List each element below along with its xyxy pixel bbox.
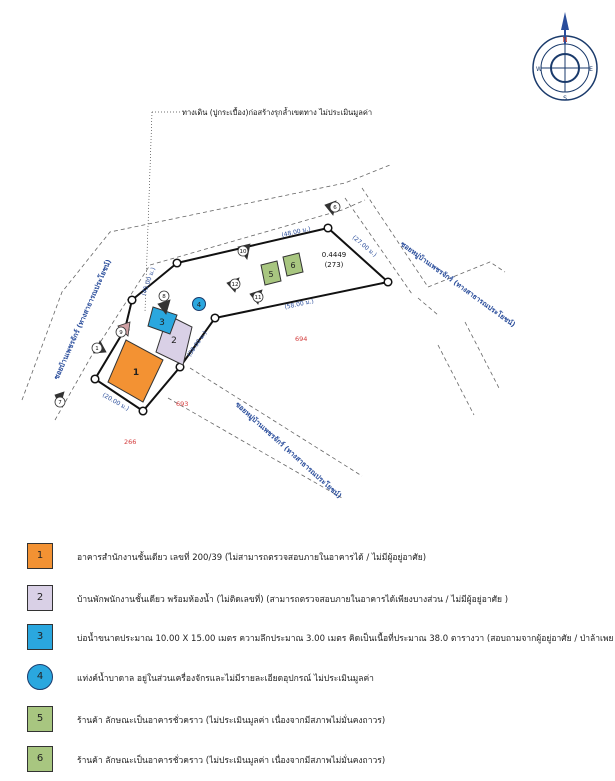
dim-middle: (58.00 ม.) <box>284 298 314 311</box>
neighbor-694: 694 <box>295 335 307 343</box>
legend-text: บ้านพักพนักงานชั้นเดียว พร้อมห้องน้ำ (ไม… <box>77 595 509 605</box>
legend-text: แท่งค์น้ำบาดาล อยู่ในส่วนเครื่องจักรและไ… <box>77 674 374 684</box>
svg-text:9: 9 <box>119 330 123 336</box>
legend-item: 6 ร้านค้า ลักษณะเป็นอาคารชั่วคราว (ไม่ปร… <box>27 746 607 774</box>
legend-item: 5 ร้านค้า ลักษณะเป็นอาคารชั่วคราว (ไม่ปร… <box>27 706 607 734</box>
svg-text:11: 11 <box>255 295 262 301</box>
parcel-number: (273) <box>325 261 344 269</box>
photo-point-8-icon: 8 <box>157 290 171 315</box>
legend-item: 1 อาคารสำนักงานชั้นเดียว เลขที่ 200/39 (… <box>27 543 607 571</box>
neighbor-parcels: 694 693 266 <box>124 335 307 446</box>
road-label-left: ซอยบ้านเพชรจักร์ (ทางสาธารณประโยชน์) <box>52 258 113 381</box>
photo-point-11-icon: 11 <box>249 289 264 305</box>
photo-point-6-icon: 6 <box>324 200 341 216</box>
photo-point-12-icon: 12 <box>226 277 241 293</box>
svg-text:12: 12 <box>232 282 239 288</box>
legend-item: 4 แท่งค์น้ำบาดาล อยู่ในส่วนเครื่องจักรแล… <box>27 664 607 692</box>
road-label-bottom: ซอยหมู่บ้านเพชรจักร์ (ทางสาธารณประโยชน์) <box>233 400 344 501</box>
parcel-area: 0.4449 <box>322 251 347 259</box>
dim-right: (27.00 ม.) <box>351 234 378 258</box>
building-3: 3 <box>147 306 178 335</box>
svg-text:4: 4 <box>197 301 202 309</box>
legend-text: อาคารสำนักงานชั้นเดียว เลขที่ 200/39 (ไม… <box>77 553 427 563</box>
building-6: 6 <box>282 252 304 277</box>
legend-text: ร้านค้า ลักษณะเป็นอาคารชั่วคราว (ไม่ประเ… <box>77 716 386 726</box>
compass-s: S <box>563 95 567 102</box>
legend-swatch: 2 <box>27 585 53 611</box>
legend-text: บ่อน้ำขนาดประมาณ 10.00 X 15.00 เมตร ความ… <box>77 634 615 644</box>
svg-text:6: 6 <box>290 261 295 270</box>
dim-bottom: (20.00 ม.) <box>101 392 130 413</box>
building-5: 5 <box>260 260 282 286</box>
photo-point-7-icon: 7 <box>54 391 66 408</box>
parcel-boundary <box>93 226 391 413</box>
building-4: 4 <box>192 297 206 311</box>
compass-icon: N S E W <box>532 12 598 102</box>
legend-item: 3 บ่อน้ำขนาดประมาณ 10.00 X 15.00 เมตร คว… <box>27 624 615 652</box>
legend-swatch: 1 <box>27 543 53 569</box>
svg-text:10: 10 <box>240 249 247 255</box>
svg-text:5: 5 <box>268 270 273 279</box>
neighbor-266: 266 <box>124 438 136 446</box>
site-plan: N S E W ทางเดิน (ปูกระเบื้อง)ก่อสร้างรุก… <box>21 12 598 501</box>
compass-w: W <box>536 66 542 73</box>
road-label-right: ซอยหมู่บ้านเพชรจักร์ (ทางสาธารณประโยชน์) <box>398 239 517 329</box>
legend-swatch: 3 <box>27 624 53 650</box>
photo-point-9-icon: 9 <box>115 321 131 338</box>
svg-text:7: 7 <box>58 400 62 406</box>
photo-point-1-icon: 1 <box>91 340 107 354</box>
svg-text:2: 2 <box>171 336 177 346</box>
legend-swatch: 6 <box>27 746 53 772</box>
svg-text:6: 6 <box>333 205 337 211</box>
dim-top: (48.00 ม.) <box>281 225 311 238</box>
compass-n: N <box>562 36 567 44</box>
road-boundaries <box>21 164 506 499</box>
legend-swatch: 5 <box>27 706 53 732</box>
svg-text:1: 1 <box>95 346 99 352</box>
svg-text:8: 8 <box>162 294 166 300</box>
photo-point-markers: 9 1 7 8 6 10 12 11 <box>54 200 341 408</box>
legend-text: ร้านค้า ลักษณะเป็นอาคารชั่วคราว (ไม่ประเ… <box>77 756 386 766</box>
legend-swatch: 4 <box>27 664 53 690</box>
callout-label: ทางเดิน (ปูกระเบื้อง)ก่อสร้างรุกล้ำเขตทา… <box>182 107 372 117</box>
legend-item: 2 บ้านพักพนักงานชั้นเดียว พร้อมห้องน้ำ (… <box>27 585 607 613</box>
photo-point-10-icon: 10 <box>237 243 251 260</box>
neighbor-693: 693 <box>176 400 188 408</box>
compass-e: E <box>589 66 593 73</box>
building-1: 1 <box>107 339 164 403</box>
svg-text:1: 1 <box>133 368 139 378</box>
svg-text:3: 3 <box>159 318 165 328</box>
